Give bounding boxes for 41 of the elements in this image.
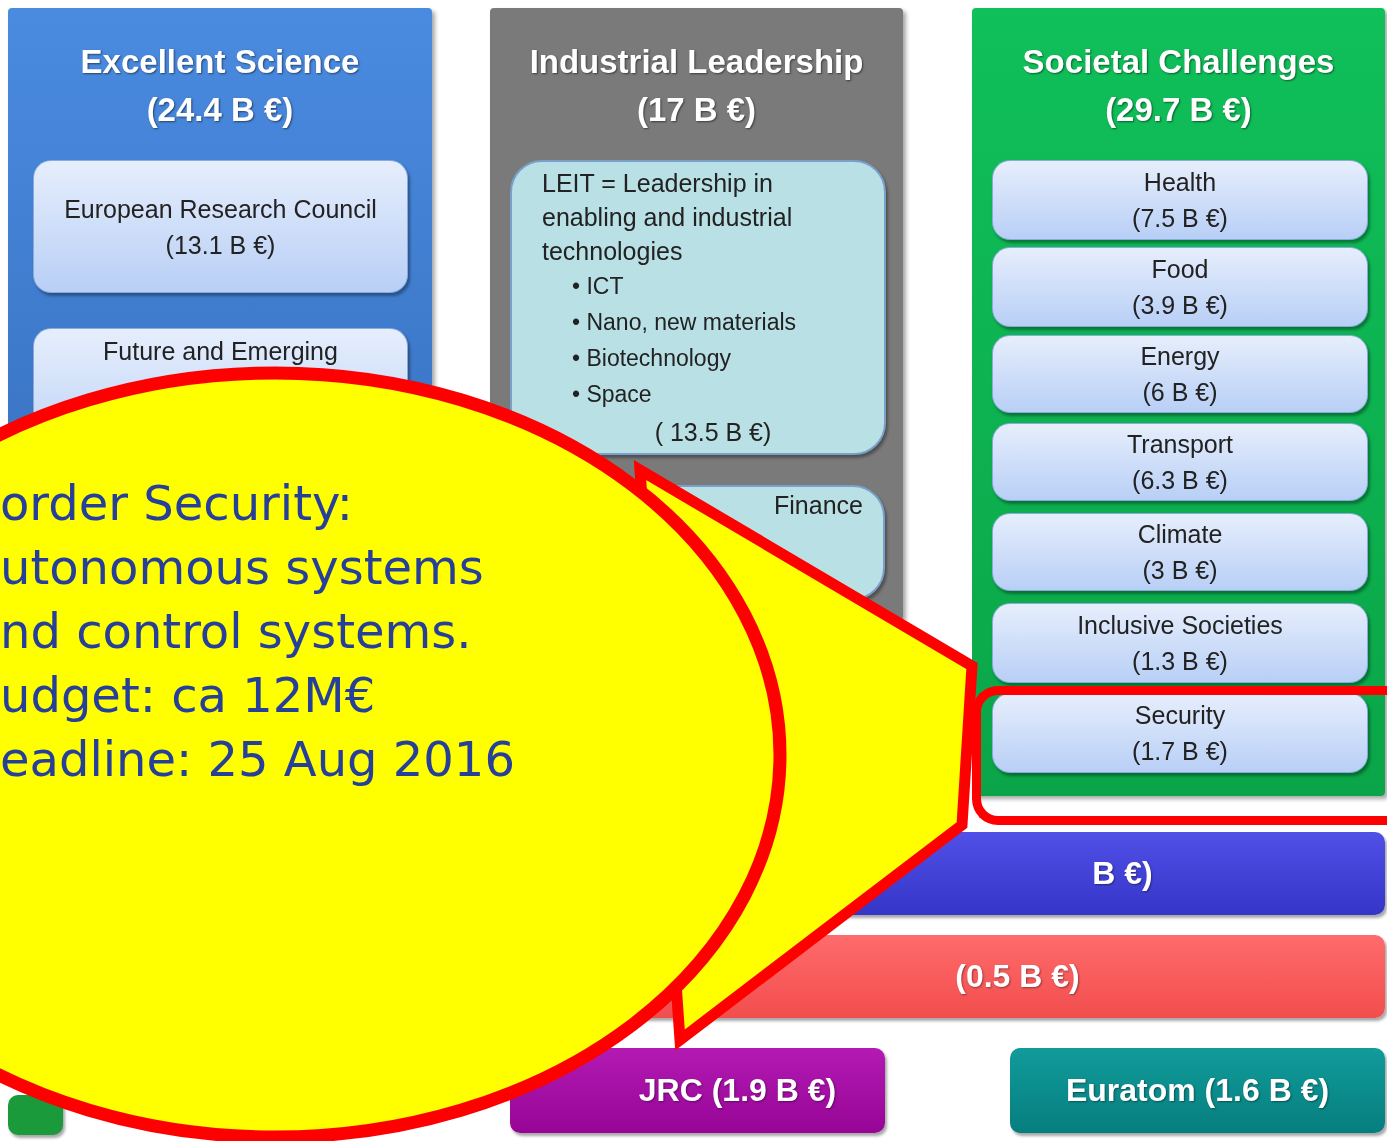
budget-bar [1010, 1048, 1385, 1133]
budget-text: (1.7 B €) [1132, 736, 1228, 767]
box-text: Food [1151, 254, 1209, 285]
box-text: European Research Council [64, 193, 377, 225]
budget-text: (6 B €) [1142, 377, 1218, 408]
category-box [992, 513, 1368, 591]
box-text: Inclusive Societies [1077, 610, 1283, 641]
box-text: Finance [774, 491, 863, 520]
category-box [992, 335, 1368, 413]
list-item: • Nano, new materials [572, 308, 798, 337]
column-heading: Societal Challenges [1022, 42, 1335, 82]
box-text: (0.5 B €) [955, 958, 1080, 995]
box-text: LEIT = Leadership in enabling and industrial technologies [542, 168, 794, 267]
list-item: • ICT [572, 272, 625, 301]
category-box [510, 160, 886, 455]
box-text: Euratom (1.6 B €) [1065, 1072, 1330, 1109]
category-box [33, 160, 408, 293]
column-heading: Excellent Science [80, 42, 360, 82]
budget-text: (17 B €) [636, 90, 757, 130]
box-text: B €) [1092, 855, 1153, 892]
budget-text: (7.5 B €) [1132, 203, 1228, 234]
budget-text: (13.1 B €) [165, 229, 276, 261]
category-box [992, 423, 1368, 501]
box-text: Energy [1140, 341, 1220, 372]
box-text: Transport [1126, 429, 1234, 460]
budget-text: (1.3 B €) [1132, 646, 1228, 677]
budget-text: (3 B €) [1142, 555, 1218, 586]
category-box [992, 160, 1368, 240]
category-box [992, 247, 1368, 327]
box-text: Climate [1137, 519, 1223, 550]
category-box [992, 603, 1368, 683]
budget-text: (24.4 B €) [146, 90, 294, 130]
column-panel [972, 8, 1385, 796]
box-text: Future and Emerging [103, 336, 338, 367]
budget-text: (6.3 B €) [1132, 465, 1228, 496]
box-text: Health [1143, 167, 1217, 198]
budget-text: (3.9 B €) [1132, 290, 1228, 321]
budget-text: (29.7 B €) [1105, 90, 1252, 130]
category-box [992, 693, 1368, 773]
box-text: Security [1134, 700, 1226, 731]
column-heading: Industrial Leadership [529, 42, 864, 82]
